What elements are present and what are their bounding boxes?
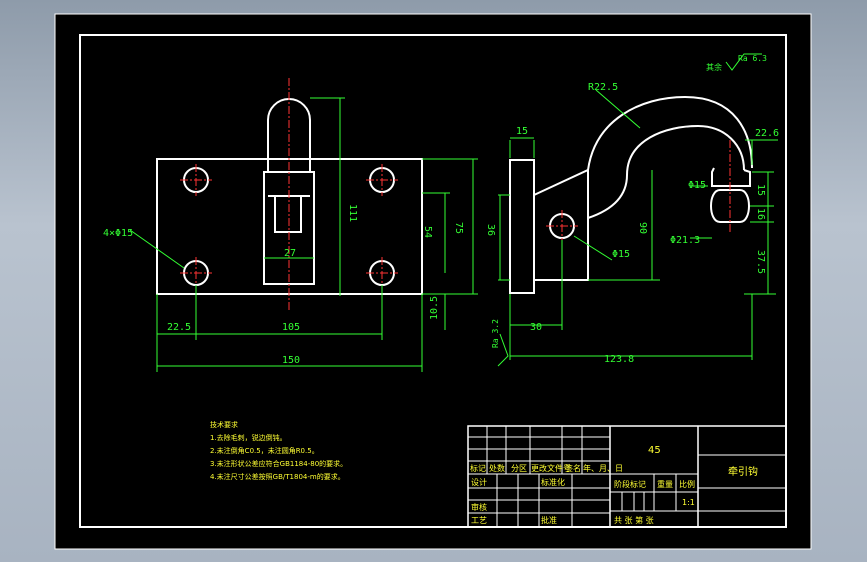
tb-header-3: 分区 — [511, 464, 527, 473]
tb-header-1: 标记 — [470, 463, 486, 473]
notes-title: 技术要求 — [210, 420, 238, 429]
dim-dia21-3: Φ21.3 — [670, 235, 700, 246]
tb-sheets: 共 张 第 张 — [614, 515, 654, 525]
tb-header-2: 处数 — [489, 463, 505, 473]
dim-75: 75 — [453, 222, 464, 234]
drawing-sheet — [54, 13, 812, 550]
note-line-1: 1.去除毛刺，锐边倒钝。 — [210, 433, 287, 442]
front-centerlines — [180, 78, 398, 312]
dim-54: 54 — [422, 226, 433, 238]
hook-outer — [587, 95, 753, 171]
hook-tip-ball — [710, 189, 750, 223]
dim-27: 27 — [284, 248, 296, 259]
roughness-symbol — [725, 53, 762, 71]
tb-weight: 重量 — [657, 479, 673, 489]
roughness-top-prefix: 其余 — [706, 62, 722, 72]
tb-scale-label: 比例 — [679, 479, 695, 489]
tb-review: 审核 — [471, 502, 487, 512]
dim-side-15: 15 — [516, 126, 528, 137]
dim-v15: 15 — [755, 184, 766, 196]
dim-37-5: 37.5 — [755, 250, 766, 274]
dim-90: 90 — [637, 222, 648, 234]
dim-30: 30 — [530, 322, 542, 333]
tb-part-name: 牵引钩 — [728, 466, 758, 478]
dim-dia15: Φ15 — [612, 249, 630, 260]
dim-105: 105 — [282, 322, 300, 333]
dim-dia15-top: Φ15 — [688, 180, 706, 191]
title-block — [467, 425, 787, 528]
tb-design: 设计 — [471, 477, 487, 487]
roughness-top: Ra 6.3 — [738, 54, 767, 63]
tb-standard: 标准化 — [541, 477, 565, 487]
hook-inner — [587, 124, 745, 219]
technical-notes: 技术要求 1.去除毛刺，锐边倒钝。 2.未注倒角C0.5，未注圆角R0.5。 3… — [210, 420, 347, 481]
dim-111: 111 — [347, 204, 358, 222]
note-line-2: 2.未注倒角C0.5，未注圆角R0.5。 — [210, 446, 319, 455]
roughness-left: Ra 3.2 — [491, 319, 500, 348]
tb-approve: 批准 — [541, 515, 557, 525]
tb-header-5: 签名 — [565, 463, 581, 473]
note-line-3: 3.未注形状公差应符合GB1184-80的要求。 — [210, 459, 347, 468]
dim-22-5: 22.5 — [167, 322, 191, 333]
drawing-frame — [79, 34, 787, 528]
dim-hole-callout: 4×Φ15 — [103, 228, 133, 239]
dim-150: 150 — [282, 355, 300, 366]
dim-36: 36 — [485, 224, 496, 236]
dim-v16: 16 — [755, 208, 766, 220]
dim-123-8: 123.8 — [604, 354, 634, 365]
dim-10-5: 10.5 — [429, 296, 440, 320]
tb-stage: 阶段标记 — [614, 479, 646, 489]
dim-r22-5: R22.5 — [588, 82, 618, 93]
side-dimension-lines — [497, 89, 778, 367]
tb-scale: 1:1 — [682, 498, 695, 507]
side-centerlines — [546, 140, 731, 242]
hook-tip-neck — [711, 167, 751, 187]
note-line-4: 4.未注尺寸公差按照GB/T1804-m的要求。 — [210, 472, 345, 481]
front-dimension-lines — [129, 97, 478, 372]
tb-header-6: 年、月、日 — [583, 463, 623, 473]
tb-material: 45 — [648, 445, 661, 456]
dim-22-6: 22.6 — [755, 128, 779, 139]
tb-header-4: 更改文件号 — [531, 463, 571, 473]
tb-process: 工艺 — [471, 516, 487, 525]
